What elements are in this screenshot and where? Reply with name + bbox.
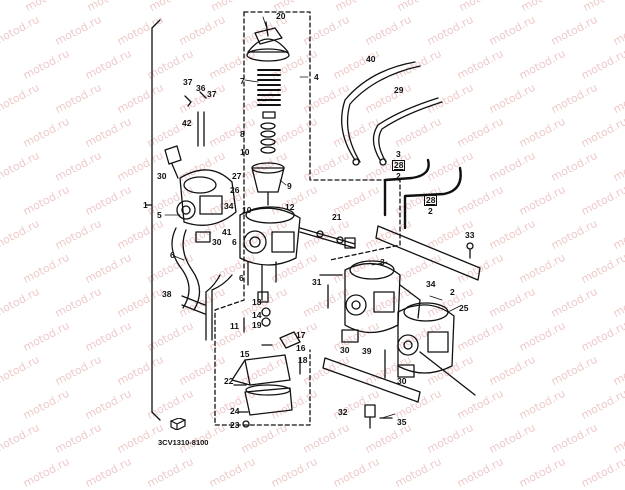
callout-28a: 28 xyxy=(392,160,406,171)
group-bracket-left xyxy=(145,19,161,421)
callout-30d: 30 xyxy=(397,376,407,386)
callout-30c: 30 xyxy=(340,345,350,355)
callout-21: 21 xyxy=(332,212,342,222)
callout-10b: 10 xyxy=(242,205,252,215)
callout-38: 38 xyxy=(162,289,172,299)
callout-28b: 28 xyxy=(424,195,438,206)
callout-35: 35 xyxy=(397,417,407,427)
callout-22: 22 xyxy=(224,376,234,386)
callout-1: 1 xyxy=(143,200,148,210)
callout-12: 12 xyxy=(285,202,295,212)
callout-2c: 2 xyxy=(450,287,455,297)
callout-37b: 37 xyxy=(207,89,217,99)
callout-20: 20 xyxy=(276,11,286,21)
book-icon xyxy=(170,418,186,430)
callout-4: 4 xyxy=(314,72,319,82)
callout-15: 15 xyxy=(240,349,250,359)
carburetor-body-left xyxy=(164,145,237,311)
callout-18: 18 xyxy=(298,355,308,365)
callout-6b: 6 xyxy=(239,273,244,283)
callout-34a: 34 xyxy=(224,201,234,211)
callout-5: 5 xyxy=(157,210,162,220)
dashed-boundary xyxy=(214,11,401,426)
top-cover-assembly xyxy=(246,21,290,206)
callout-13: 13 xyxy=(252,297,262,307)
callout-14: 14 xyxy=(252,310,262,320)
callout-19: 19 xyxy=(252,320,262,330)
vent-hoses xyxy=(383,158,462,230)
callout-9: 9 xyxy=(287,181,292,191)
callout-23: 23 xyxy=(230,420,240,430)
callout-30a: 30 xyxy=(157,171,167,181)
callout-31: 31 xyxy=(312,277,322,287)
float-bowl xyxy=(231,307,301,428)
callout-33: 33 xyxy=(465,230,475,240)
callout-30b: 30 xyxy=(212,237,222,247)
callout-8: 8 xyxy=(240,129,245,139)
callout-39: 39 xyxy=(362,346,372,356)
callout-2a: 2 xyxy=(396,171,401,181)
callout-41: 41 xyxy=(222,227,232,237)
callout-11: 11 xyxy=(230,321,239,331)
callout-34b: 34 xyxy=(426,279,436,289)
callout-3b: 3 xyxy=(380,257,385,267)
callout-7: 7 xyxy=(240,76,245,86)
callout-29: 29 xyxy=(394,85,404,95)
carburetor-body-center xyxy=(205,206,301,341)
callout-24: 24 xyxy=(230,406,240,416)
diagram-code-label: 3CV1310-8100 xyxy=(158,438,209,447)
callout-32: 32 xyxy=(338,407,348,417)
mounting-rail xyxy=(322,225,481,403)
throttle-cables xyxy=(341,61,443,166)
carburetor-body-right-2 xyxy=(397,302,455,378)
callout-2b: 2 xyxy=(428,206,433,216)
link-rod xyxy=(299,227,356,249)
diagram-linework xyxy=(145,11,481,429)
callout-36: 36 xyxy=(196,83,206,93)
callout-40: 40 xyxy=(366,54,376,64)
callout-27: 27 xyxy=(232,171,242,181)
callout-17: 17 xyxy=(296,330,306,340)
misc-small-parts xyxy=(181,91,474,429)
callout-26: 26 xyxy=(230,185,240,195)
leader-lines xyxy=(164,16,461,419)
callout-37a: 37 xyxy=(183,77,193,87)
carburetor-body-right-1 xyxy=(319,260,421,343)
callout-3a: 3 xyxy=(396,149,401,159)
callout-25: 25 xyxy=(459,303,469,313)
callout-6c: 6 xyxy=(170,250,175,260)
callout-42: 42 xyxy=(182,118,192,128)
callout-6a: 6 xyxy=(232,237,237,247)
callout-16: 16 xyxy=(296,343,306,353)
callout-10: 10 xyxy=(240,147,250,157)
